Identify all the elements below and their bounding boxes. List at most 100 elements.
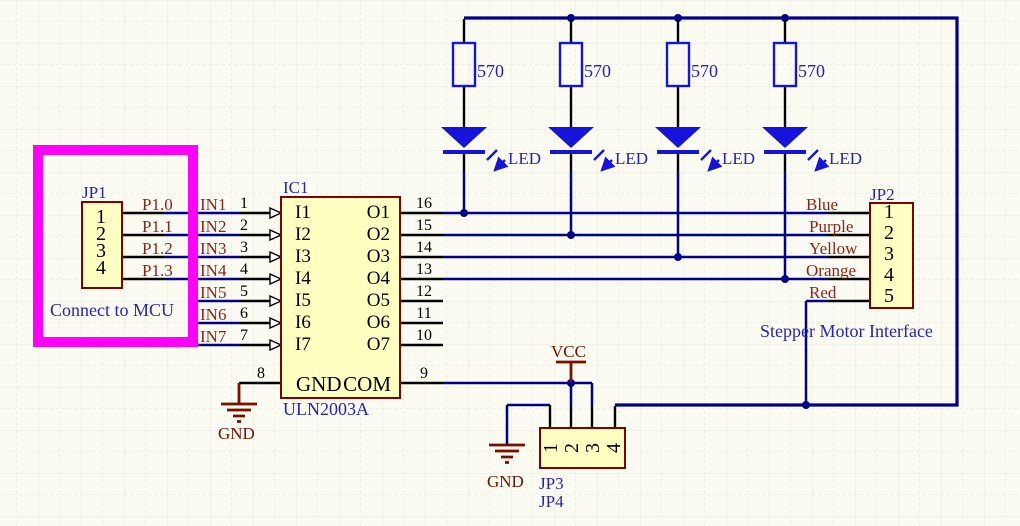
wire-led-columns[interactable] (462, 171, 787, 279)
wire-vcc-bus[interactable] (464, 16, 959, 407)
pin-name: I4 (295, 268, 311, 289)
led-symbol[interactable]: LED (441, 127, 541, 170)
net-labels-mcu: P1.0 P1.1 P1.2 P1.3 (142, 195, 173, 280)
led-label[interactable]: LED (829, 149, 862, 168)
wire-in567-stubs[interactable] (196, 299, 239, 347)
pin-number: 10 (416, 327, 432, 344)
junction-dot (460, 209, 468, 217)
ic-input-arrow-icons (269, 206, 283, 352)
led-label[interactable]: LED (508, 149, 541, 168)
jp4-designator[interactable]: JP4 (539, 492, 564, 511)
resistor-led-pins (462, 86, 787, 127)
led-bottom-pins (462, 153, 787, 171)
resistor-body[interactable] (772, 41, 798, 88)
net-label[interactable]: IN2 (200, 217, 226, 236)
input-arrow-icon (269, 316, 283, 330)
jp3-body[interactable] (539, 427, 626, 469)
jp2-caption[interactable]: Stepper Motor Interface (760, 321, 933, 341)
pin-number: 2 (96, 223, 106, 245)
net-label[interactable]: Orange (806, 261, 856, 280)
jp1-caption[interactable]: Connect to MCU (50, 300, 174, 320)
led-symbol[interactable]: LED (762, 127, 862, 170)
pin-name: O4 (367, 268, 391, 289)
pin-number: 3 (884, 243, 894, 265)
led-label[interactable]: LED (722, 149, 755, 168)
input-arrow-icon (269, 294, 283, 308)
wire-jp3-gnd[interactable] (505, 403, 550, 444)
wire-jp1-to-ic[interactable] (164, 211, 239, 281)
ic-body[interactable] (280, 196, 401, 399)
net-label[interactable]: IN5 (200, 283, 226, 302)
pin-name: I5 (295, 290, 311, 311)
resistor-array: 570 570 570 570 (451, 41, 825, 88)
vcc-symbol-icon (556, 360, 586, 382)
pin-name: O3 (367, 246, 390, 267)
pin-name: O6 (367, 312, 390, 333)
led-label[interactable]: LED (615, 149, 648, 168)
jp1-designator[interactable]: JP1 (82, 183, 107, 202)
net-label[interactable]: IN3 (200, 239, 226, 258)
net-label[interactable]: P1.0 (142, 195, 173, 214)
resistor-body[interactable] (665, 41, 691, 88)
resistor-value[interactable]: 570 (584, 61, 611, 81)
gnd-symbol-jp3[interactable]: GND (487, 443, 525, 491)
net-labels-inputs: IN1 IN2 IN3 IN4 IN5 IN6 IN7 (200, 195, 227, 346)
ic-output-pin-names: O1 O2 O3 O4 O5 O6 O7 COM (343, 202, 391, 396)
ic-right-pins (400, 211, 443, 385)
net-label[interactable]: P1.1 (142, 217, 173, 236)
input-arrow-icon (269, 228, 283, 242)
jp1-body[interactable] (81, 201, 123, 289)
resistor-body[interactable] (451, 41, 477, 88)
pin-number: 11 (416, 305, 431, 322)
net-label[interactable]: IN6 (200, 305, 226, 324)
wire-out5-red[interactable] (804, 299, 828, 405)
led-diode-triangle (441, 127, 487, 148)
pin-name: O5 (367, 290, 390, 311)
resistor-value[interactable]: 570 (798, 61, 825, 81)
net-label[interactable]: IN7 (200, 327, 227, 346)
pin-number: 6 (240, 305, 248, 322)
resistor-value[interactable]: 570 (477, 61, 504, 81)
vcc-symbol[interactable]: VCC (551, 342, 586, 382)
jp3-designator[interactable]: JP3 (539, 474, 564, 493)
mcu-highlight-annotation[interactable] (33, 145, 198, 347)
pin-number: 14 (416, 239, 432, 256)
gnd-symbol-icon (489, 443, 525, 464)
pin-number: 4 (603, 443, 625, 453)
net-label[interactable]: P1.3 (142, 261, 173, 280)
net-label[interactable]: Purple (809, 217, 853, 236)
led-diode-triangle (548, 127, 594, 148)
pin-name: O2 (367, 224, 390, 245)
input-arrow-icon (269, 206, 283, 220)
jp1-pins (122, 211, 164, 281)
led-symbol[interactable]: LED (548, 127, 648, 170)
ic-designator[interactable]: IC1 (283, 178, 309, 197)
pin-number: 4 (884, 264, 894, 286)
pin-number: 7 (240, 327, 248, 344)
jp2-body[interactable] (869, 202, 914, 309)
led-symbol[interactable]: LED (655, 127, 755, 170)
pin-name: I6 (295, 312, 311, 333)
led-arrow-icon (701, 149, 719, 170)
net-label[interactable]: P1.2 (142, 239, 173, 258)
jp2-designator[interactable]: JP2 (870, 185, 895, 204)
resistor-value[interactable]: 570 (691, 61, 718, 81)
input-arrow-icon (269, 338, 283, 352)
gnd-symbol-ic[interactable]: GND (218, 383, 257, 443)
ic-part-number[interactable]: ULN2003A (283, 399, 369, 419)
net-label[interactable]: IN1 (200, 195, 226, 214)
net-label[interactable]: Red (809, 283, 837, 302)
net-label[interactable]: IN4 (200, 261, 227, 280)
pin-number: 5 (884, 285, 894, 307)
resistor-body[interactable] (558, 41, 584, 88)
jp3-pin-numbers: 1 2 3 4 (540, 443, 625, 453)
net-label[interactable]: Blue (806, 195, 838, 214)
led-diode-triangle (655, 127, 701, 148)
pin-number: 13 (416, 261, 432, 278)
pin-name: I7 (295, 334, 311, 355)
net-label[interactable]: Yellow (809, 239, 858, 258)
junction-dot (674, 14, 682, 22)
gnd-symbol-icon (221, 383, 257, 423)
